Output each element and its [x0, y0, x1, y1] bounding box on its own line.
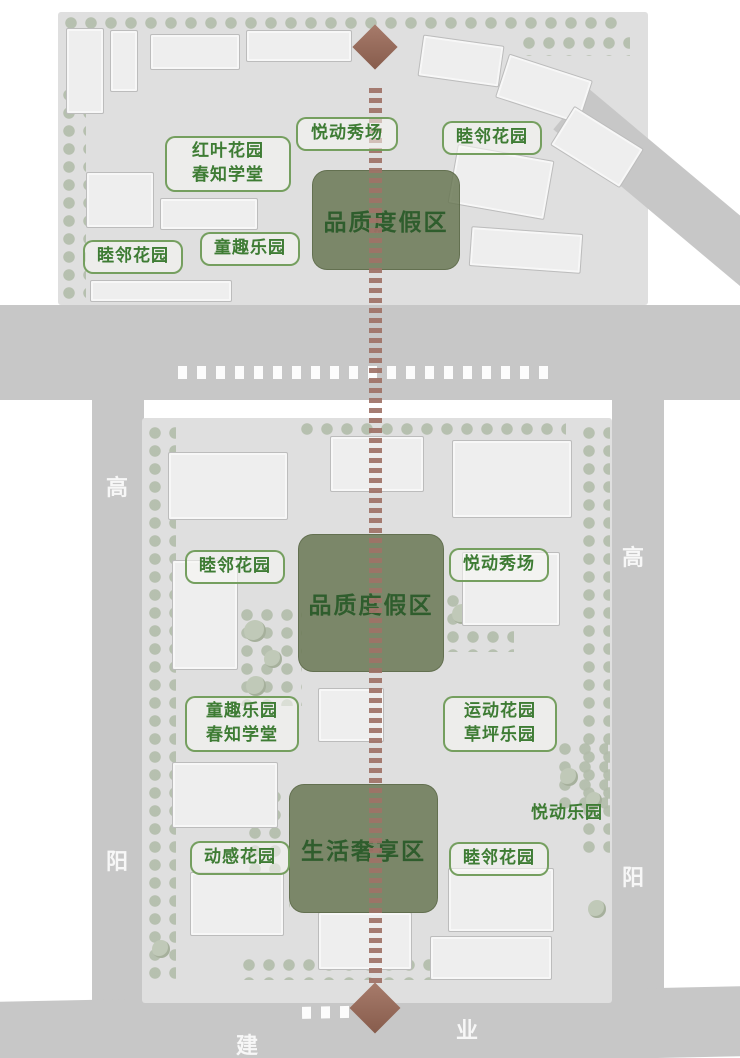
building-footprint: [448, 868, 554, 932]
building-footprint: [468, 226, 584, 274]
label-joy-show-middle: 悦动秀场: [449, 548, 549, 582]
label-line: 睦邻花园: [199, 556, 271, 577]
road-vertical-left: [92, 398, 144, 1058]
road-label-gao-left: 高: [106, 476, 129, 501]
label-line: 悦动乐园: [531, 803, 603, 823]
label-line: 睦邻花园: [463, 848, 535, 869]
tree-cluster: [520, 34, 630, 56]
label-line: 红叶花园: [192, 141, 264, 162]
building-footprint: [246, 30, 352, 62]
building-footprint: [190, 872, 284, 936]
building-footprint: [318, 912, 412, 970]
label-line: 童趣乐园: [206, 701, 278, 722]
road-label-yang-right: 阳: [622, 866, 645, 891]
tree-cluster: [298, 420, 566, 436]
building-footprint: [168, 452, 288, 520]
label-redleaf-garden-spring-school: 红叶花园 春知学堂: [165, 136, 291, 192]
label-line: 童趣乐园: [214, 238, 286, 259]
tree: [588, 900, 606, 918]
label-line: 运动花园: [464, 701, 536, 722]
tree: [246, 676, 266, 696]
label-line: 睦邻花园: [456, 127, 528, 148]
building-footprint: [110, 30, 138, 92]
crosswalk-stripes: [178, 366, 552, 379]
road-vertical-right: [612, 398, 664, 1010]
building-footprint: [86, 172, 154, 228]
zone-label: 品质度假区: [323, 210, 449, 236]
building-footprint: [66, 28, 104, 114]
building-footprint: [150, 34, 240, 70]
building-footprint: [172, 762, 278, 828]
label-line: 春知学堂: [206, 725, 278, 745]
road-label-jian: 建: [236, 1034, 259, 1058]
label-joy-show-north: 悦动秀场: [296, 117, 398, 151]
tree-cluster: [60, 86, 86, 301]
label-line: 悦动秀场: [463, 554, 535, 575]
road-label-gao-right: 高: [622, 546, 645, 571]
central-axis-dashed-line: [369, 88, 382, 985]
label-line: 草坪乐园: [464, 725, 536, 745]
building-footprint: [430, 936, 552, 980]
label-children-fun-park-spring-school: 童趣乐园 春知学堂: [185, 696, 299, 752]
tree: [560, 768, 578, 786]
label-line: 春知学堂: [192, 165, 264, 185]
label-neighbor-garden-north-right: 睦邻花园: [442, 121, 542, 155]
label-neighbor-garden-south: 睦邻花园: [449, 842, 549, 876]
label-line: 动感花园: [204, 847, 276, 868]
label-joy-park: 悦动乐园: [531, 798, 623, 823]
zone-quality-resort-north: 品质度假区: [312, 170, 460, 270]
tree-cluster: [62, 14, 618, 34]
tree: [264, 650, 282, 668]
tree: [244, 620, 266, 642]
road-label-ye: 业: [456, 1019, 479, 1044]
building-footprint: [90, 280, 232, 302]
label-neighbor-garden-north-left: 睦邻花园: [83, 240, 183, 274]
zone-label: 生活奢享区: [301, 838, 426, 865]
building-footprint: [452, 440, 572, 518]
label-line: 悦动秀场: [311, 123, 383, 144]
label-dynamic-garden: 动感花园: [190, 841, 290, 875]
label-children-fun-park-north: 童趣乐园: [200, 232, 300, 266]
building-footprint: [160, 198, 258, 230]
zone-life-luxury-south: 生活奢享区: [289, 784, 438, 913]
label-line: 睦邻花园: [97, 246, 169, 267]
road-label-yang-left: 阳: [106, 850, 129, 875]
tree: [152, 940, 170, 958]
tree: [586, 792, 602, 808]
label-neighbor-garden-middle: 睦邻花园: [185, 550, 285, 584]
label-sports-garden-lawn-park: 运动花园 草坪乐园: [443, 696, 557, 752]
